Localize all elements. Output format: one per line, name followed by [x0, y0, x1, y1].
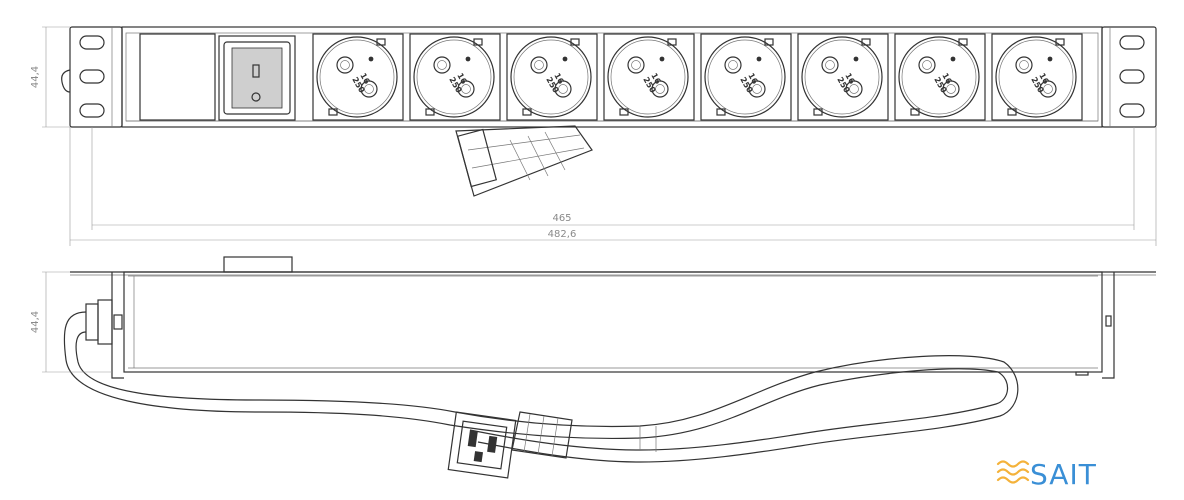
side-height-dimension: 44,4 [30, 271, 112, 373]
front-height-label: 44,4 [30, 66, 41, 88]
logo-text: SAIT [1030, 458, 1097, 491]
inner-width-dimension: 465 [91, 127, 1135, 230]
brand-logo: SAIT [996, 458, 1097, 491]
pdu-side-body [123, 271, 1103, 373]
overall-width-dimension: 482,6 [69, 127, 1157, 246]
pdu-front-body [121, 26, 1103, 128]
overall-width-label: 482,6 [548, 229, 577, 240]
side-view: 44,4 [30, 256, 1156, 479]
left-mounting-ear [69, 26, 123, 128]
right-mounting-ear [1101, 26, 1157, 128]
c14-plug [447, 411, 573, 479]
power-switch [218, 35, 296, 121]
front-power-cord [455, 125, 593, 197]
blank-panel [139, 33, 216, 121]
front-height-dimension: 44,4 [30, 26, 70, 128]
inner-width-label: 465 [552, 213, 571, 224]
cable-gland [85, 299, 123, 345]
side-height-label: 44,4 [30, 311, 41, 333]
power-cable [63, 311, 1019, 463]
waves-icon [996, 460, 1030, 484]
